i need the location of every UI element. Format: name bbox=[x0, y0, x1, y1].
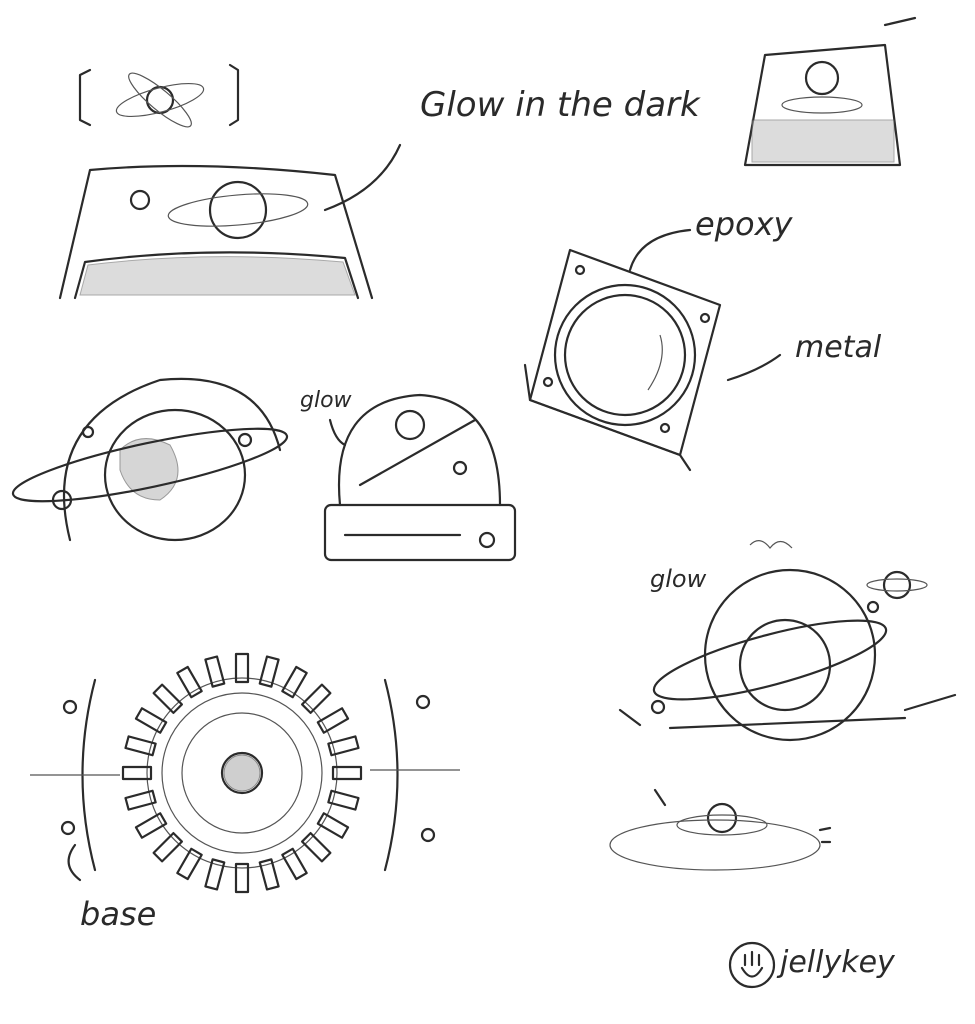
base-ray bbox=[258, 655, 280, 688]
floating-planet-sketch bbox=[609, 788, 832, 871]
label-glow-dome: glow bbox=[300, 388, 352, 413]
base-ray bbox=[281, 665, 308, 699]
small-keycap-sketch bbox=[743, 16, 917, 167]
label-glow-sphere: glow bbox=[650, 565, 707, 593]
globe-sketch bbox=[11, 377, 289, 542]
base-ray bbox=[301, 832, 332, 863]
base-ray bbox=[234, 862, 250, 894]
radial-base-sketch bbox=[30, 652, 460, 894]
jellykey-logo bbox=[728, 941, 776, 989]
label-epoxy: epoxy bbox=[695, 205, 793, 243]
small-orbit-sketch bbox=[78, 63, 240, 128]
base-ray bbox=[176, 847, 203, 881]
base-ray bbox=[234, 652, 250, 684]
base-ray bbox=[258, 858, 280, 891]
base-ray bbox=[134, 707, 168, 734]
glow-hex-sphere-sketch bbox=[618, 540, 957, 742]
label-metal: metal bbox=[795, 330, 882, 365]
base-ray bbox=[316, 812, 350, 839]
base-ray bbox=[152, 832, 183, 863]
logo-text: jellykey bbox=[780, 945, 895, 980]
glow-dome-sketch bbox=[323, 393, 517, 562]
base-ray bbox=[204, 655, 226, 688]
base-ray bbox=[327, 735, 360, 757]
label-base: base bbox=[80, 895, 157, 933]
base-ray bbox=[301, 683, 332, 714]
label-glow-in-the-dark: Glow in the dark bbox=[420, 85, 700, 125]
base-ray bbox=[281, 847, 308, 881]
base-ray bbox=[176, 665, 203, 699]
base-ray bbox=[124, 735, 157, 757]
base-ray bbox=[121, 765, 153, 781]
base-ray bbox=[124, 789, 157, 811]
base-ray bbox=[134, 812, 168, 839]
metal-epoxy-keycap-sketch bbox=[523, 228, 782, 472]
base-ray bbox=[316, 707, 350, 734]
base-ray bbox=[204, 858, 226, 891]
glow-keycap-sketch bbox=[58, 143, 402, 300]
base-ray bbox=[327, 789, 360, 811]
base-ray bbox=[331, 765, 363, 781]
base-ray bbox=[152, 683, 183, 714]
